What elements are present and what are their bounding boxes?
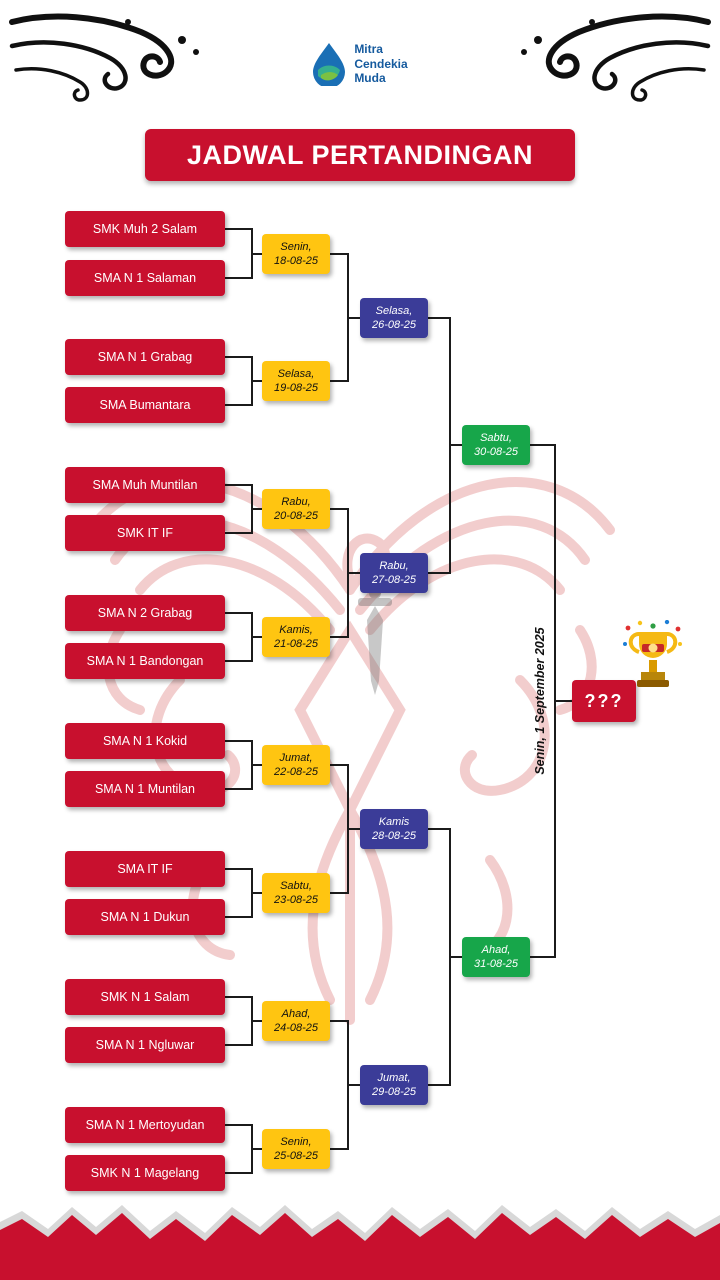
team-box: SMA N 1 Mertoyudan bbox=[65, 1107, 225, 1143]
semifinal-date-box: Sabtu, 30-08-25 bbox=[462, 425, 530, 465]
team-box: SMA N 2 Grabag bbox=[65, 595, 225, 631]
page-title: JADWAL PERTANDINGAN bbox=[145, 129, 575, 181]
torn-paper-edge bbox=[0, 1205, 720, 1280]
match-day: Sabtu, bbox=[280, 879, 312, 892]
match-date-box: Jumat, 22-08-25 bbox=[262, 745, 330, 785]
match-date: 18-08-25 bbox=[273, 255, 319, 267]
match-day: Selasa, bbox=[375, 304, 413, 317]
team-box: SMK N 1 Magelang bbox=[65, 1155, 225, 1191]
trophy-icon bbox=[623, 620, 682, 687]
team-box: SMA N 1 Grabag bbox=[65, 339, 225, 375]
logo-line-3: Muda bbox=[354, 71, 386, 86]
match-date-box: Ahad, 24-08-25 bbox=[262, 1001, 330, 1041]
match-day: Jumat, bbox=[279, 751, 313, 764]
logo-drop-icon bbox=[313, 43, 346, 86]
match-date: 29-08-25 bbox=[371, 1086, 417, 1098]
match-day: Selasa, bbox=[277, 367, 315, 380]
logo: Mitra Cendekia Muda bbox=[0, 42, 720, 86]
match-day: Jumat, bbox=[377, 1071, 411, 1084]
logo-line-2: Cendekia bbox=[354, 56, 408, 71]
final-date-label: Senin, 1 September 2025 bbox=[533, 627, 547, 775]
match-date-box: Kamis, 21-08-25 bbox=[262, 617, 330, 657]
team-box: SMA Bumantara bbox=[65, 387, 225, 423]
flourish-icon bbox=[521, 13, 711, 102]
semifinal-date-box: Ahad, 31-08-25 bbox=[462, 937, 530, 977]
logo-line-1: Mitra bbox=[354, 42, 383, 57]
match-date: 19-08-25 bbox=[273, 382, 319, 394]
match-date: 26-08-25 bbox=[371, 319, 417, 331]
team-box: SMA N 1 Ngluwar bbox=[65, 1027, 225, 1063]
quarterfinal-date-box: Kamis 28-08-25 bbox=[360, 809, 428, 849]
match-date: 24-08-25 bbox=[273, 1022, 319, 1034]
champion-box: ??? bbox=[572, 680, 636, 722]
match-day: Senin, bbox=[280, 240, 312, 253]
team-box: SMA N 1 Muntilan bbox=[65, 771, 225, 807]
match-date: 22-08-25 bbox=[273, 766, 319, 778]
team-box: SMA N 1 Kokid bbox=[65, 723, 225, 759]
match-day: Ahad, bbox=[281, 1007, 311, 1020]
match-day: Sabtu, bbox=[480, 431, 512, 444]
team-box: SMK IT IF bbox=[65, 515, 225, 551]
match-date: 20-08-25 bbox=[273, 510, 319, 522]
match-date-box: Sabtu, 23-08-25 bbox=[262, 873, 330, 913]
match-date: 23-08-25 bbox=[273, 894, 319, 906]
match-day: Kamis, bbox=[279, 623, 313, 636]
match-date: 21-08-25 bbox=[273, 638, 319, 650]
match-date: 25-08-25 bbox=[273, 1150, 319, 1162]
match-day: Kamis bbox=[378, 815, 410, 828]
match-date-box: Selasa, 19-08-25 bbox=[262, 361, 330, 401]
flourish-icon bbox=[9, 13, 199, 102]
team-box: SMK Muh 2 Salam bbox=[65, 211, 225, 247]
match-date-box: Senin, 25-08-25 bbox=[262, 1129, 330, 1169]
team-box: SMA N 1 Dukun bbox=[65, 899, 225, 935]
match-day: Ahad, bbox=[481, 943, 511, 956]
quarterfinal-date-box: Rabu, 27-08-25 bbox=[360, 553, 428, 593]
match-day: Senin, bbox=[280, 1135, 312, 1148]
match-date-box: Rabu, 20-08-25 bbox=[262, 489, 330, 529]
team-box: SMA Muh Muntilan bbox=[65, 467, 225, 503]
team-box: SMA IT IF bbox=[65, 851, 225, 887]
match-date: 28-08-25 bbox=[371, 830, 417, 842]
match-date: 30-08-25 bbox=[473, 446, 519, 458]
match-day: Rabu, bbox=[281, 495, 311, 508]
match-date-box: Senin, 18-08-25 bbox=[262, 234, 330, 274]
match-date: 31-08-25 bbox=[473, 958, 519, 970]
team-box: SMK N 1 Salam bbox=[65, 979, 225, 1015]
quarterfinal-date-box: Jumat, 29-08-25 bbox=[360, 1065, 428, 1105]
team-box: SMA N 1 Salaman bbox=[65, 260, 225, 296]
quarterfinal-date-box: Selasa, 26-08-25 bbox=[360, 298, 428, 338]
team-box: SMA N 1 Bandongan bbox=[65, 643, 225, 679]
logo-text: Mitra Cendekia Muda bbox=[354, 42, 407, 85]
match-date: 27-08-25 bbox=[371, 574, 417, 586]
match-day: Rabu, bbox=[379, 559, 409, 572]
